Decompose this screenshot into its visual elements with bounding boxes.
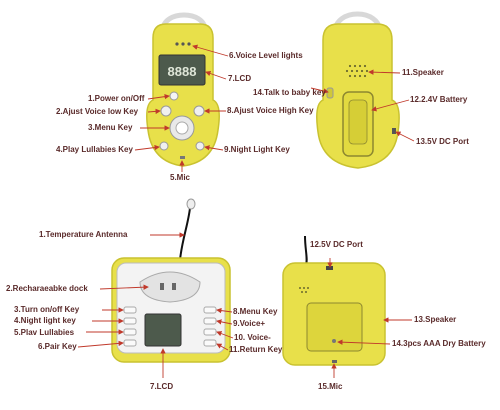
- baby-speaker-grille: [299, 287, 309, 293]
- baby-unit-back: [282, 235, 386, 366]
- arrow-talk-to-baby: [310, 87, 329, 94]
- dc-port-parent: [392, 128, 396, 134]
- label-power: 1.Power on/Off: [88, 94, 145, 103]
- arrow-battery-parent: [371, 99, 410, 112]
- temperature-antenna-tip: [186, 198, 196, 210]
- label-dc-port-baby: 12.5V DC Port: [310, 240, 363, 249]
- label-speaker-parent: 11.Speaker: [402, 68, 444, 77]
- label-lullabies-parent: 4.Play Lullabies Key: [56, 145, 133, 154]
- label-lcd-baby: 7.LCD: [150, 382, 174, 391]
- arrow-voice-lights: [192, 44, 229, 57]
- lullabies-button[interactable]: [159, 141, 169, 151]
- dock-contact-2: [172, 283, 176, 290]
- menu-key[interactable]: [203, 306, 217, 314]
- arrow-voice-minus: [216, 331, 234, 339]
- temperature-antenna-cable: [179, 207, 191, 261]
- label-dc-port-parent: 13.5V DC Port: [416, 137, 469, 146]
- voice-minus-key[interactable]: [203, 328, 217, 336]
- arrow-lcd-parent: [205, 70, 227, 80]
- label-lcd-parent: 7.LCD: [228, 74, 252, 83]
- battery-compartment: [306, 302, 363, 352]
- parent-unit-front: 8888: [146, 12, 220, 167]
- label-mic-baby: 15.Mic: [318, 382, 343, 391]
- label-menu-parent: 3.Menu Key: [88, 123, 133, 132]
- label-mic-parent: 5.Mic: [170, 173, 191, 182]
- label-voice-level-lights: 6.Voice Level lights: [229, 51, 303, 60]
- label-speaker-baby: 13.Speaker: [414, 315, 457, 324]
- label-menu-baby: 8.Menu Key: [233, 307, 278, 316]
- menu-center-button[interactable]: [175, 121, 189, 135]
- label-on-off: 3.Turn on/off Key: [14, 305, 80, 314]
- arrow-return: [216, 343, 229, 351]
- arrow-night-light: [204, 145, 224, 151]
- baby-mic-hole: [332, 360, 337, 363]
- label-battery-baby: 14.3pcs AAA Dry Battery: [392, 339, 486, 348]
- voice-high-button[interactable]: [193, 105, 205, 117]
- belt-clip-inner: [348, 99, 368, 145]
- power-button[interactable]: [169, 91, 179, 101]
- arrow-power: [147, 93, 170, 100]
- pair-key[interactable]: [123, 339, 137, 347]
- label-pair: 6.Pair Key: [38, 342, 77, 351]
- baby-back-antenna: [304, 235, 308, 267]
- baby-lcd-screen: [144, 313, 182, 347]
- label-antenna: 1.Temperature Antenna: [39, 230, 128, 239]
- voice-level-light-3: [187, 42, 191, 46]
- label-dock: 2.Recharaeabke dock: [6, 284, 88, 293]
- arrow-menu-baby: [216, 307, 233, 314]
- label-voice-low: 2.Ajust Voice low Key: [56, 107, 139, 116]
- arrow-dc-port-parent: [395, 131, 415, 142]
- voice-low-button[interactable]: [160, 105, 172, 117]
- label-night-light-parent: 9.Night Light Key: [224, 145, 290, 154]
- baby-unit-front: [111, 198, 231, 363]
- arrow-battery-baby: [337, 339, 391, 345]
- label-talk-to-baby: 14.Talk to baby key: [253, 88, 326, 97]
- talk-to-baby-button[interactable]: [326, 87, 334, 99]
- return-key[interactable]: [203, 339, 217, 347]
- label-battery-parent: 12.2.4V Battery: [410, 95, 468, 104]
- label-return: 11.Return Key: [229, 345, 283, 354]
- parent-mic-hole: [180, 156, 185, 159]
- on-off-key[interactable]: [123, 306, 137, 314]
- arrow-voice-plus: [216, 319, 233, 325]
- label-voice-high: 8.Ajust Voice High Key: [227, 106, 314, 115]
- arrow-speaker-parent: [368, 69, 401, 75]
- lullabies-key[interactable]: [123, 328, 137, 336]
- arrow-pair: [77, 340, 124, 348]
- label-night-light-baby: 4.Night light key: [14, 316, 76, 325]
- label-voice-minus: 10. Voice-: [234, 333, 271, 342]
- speaker-grille: [345, 64, 369, 78]
- dc-port-baby: [326, 266, 333, 270]
- voice-level-light-1: [175, 42, 179, 46]
- arrow-lullabies: [134, 144, 160, 151]
- rechargeable-dock: [139, 271, 201, 303]
- dock-contact-1: [160, 283, 164, 290]
- night-light-button[interactable]: [195, 141, 205, 151]
- arrow-voice-low: [147, 108, 161, 115]
- arrow-dock: [99, 284, 149, 290]
- voice-plus-key[interactable]: [203, 317, 217, 325]
- battery-screw: [332, 339, 336, 343]
- parent-lcd-digits: 8888: [168, 64, 197, 79]
- label-voice-plus: 9.Voice+: [233, 319, 266, 328]
- parent-lcd-screen: [158, 54, 206, 86]
- night-light-key[interactable]: [123, 317, 137, 325]
- label-lullabies-baby: 5.Plav Lullabies: [14, 328, 75, 337]
- voice-level-light-2: [181, 42, 185, 46]
- parent-unit-back: [316, 11, 400, 169]
